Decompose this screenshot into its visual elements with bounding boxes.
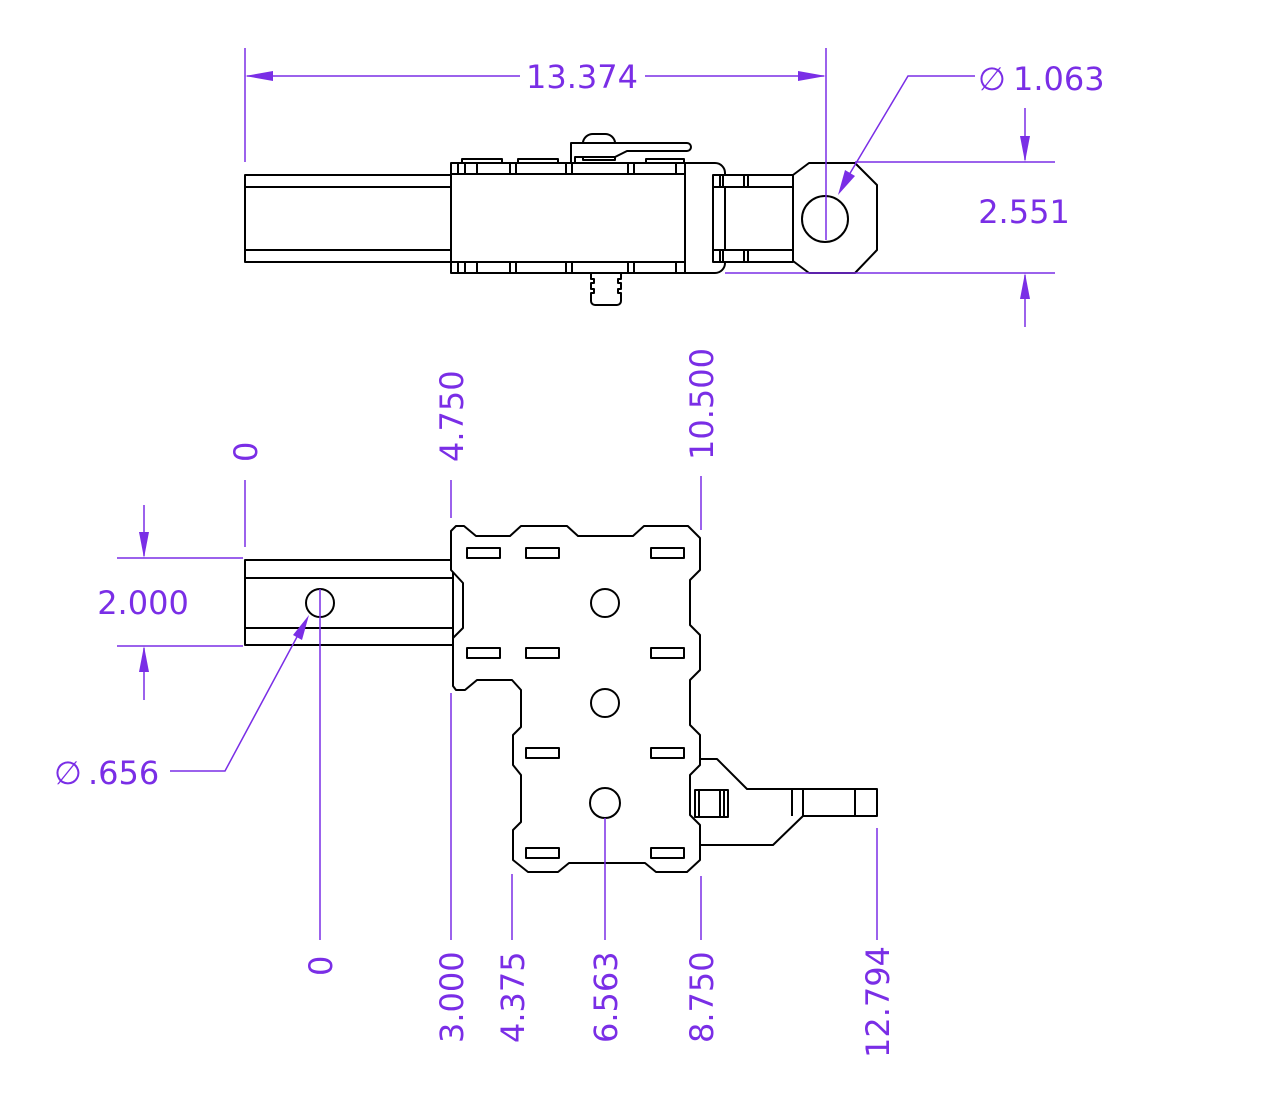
eye-hole-diameter-dim: 1.063 (1013, 60, 1105, 98)
ordinate-labels-top: 0 4.750 10.500 (227, 348, 721, 462)
height-dim: 2.551 (978, 193, 1070, 231)
ordinate-bottom-12794: 12.794 (859, 946, 897, 1058)
hole-diameter-symbol: ∅ (978, 60, 1006, 98)
front-view-dimensions (117, 476, 878, 940)
ordinate-top-4750: 4.750 (433, 370, 471, 462)
ordinate-bottom-6563: 6.563 (587, 951, 625, 1043)
pin-hole-diameter-dim: .656 (88, 754, 159, 792)
front-view-geometry (244, 525, 878, 873)
ordinate-labels-bottom: 0 3.000 4.375 6.563 8.750 12.794 (302, 946, 897, 1058)
ordinate-bottom-3000: 3.000 (433, 951, 471, 1043)
ordinate-top-0: 0 (227, 442, 265, 462)
overall-length-dim: 13.374 (526, 58, 638, 96)
ordinate-bottom-8750: 8.750 (683, 951, 721, 1043)
ordinate-top-10500: 10.500 (683, 348, 721, 460)
top-view-geometry (244, 132, 878, 306)
tube-height-dim: 2.000 (97, 584, 189, 622)
ordinate-bottom-0: 0 (302, 956, 340, 976)
pin-hole-diameter-symbol: ∅ (54, 754, 82, 792)
top-view-dimensions (244, 48, 1055, 327)
ordinate-bottom-4375: 4.375 (494, 951, 532, 1043)
